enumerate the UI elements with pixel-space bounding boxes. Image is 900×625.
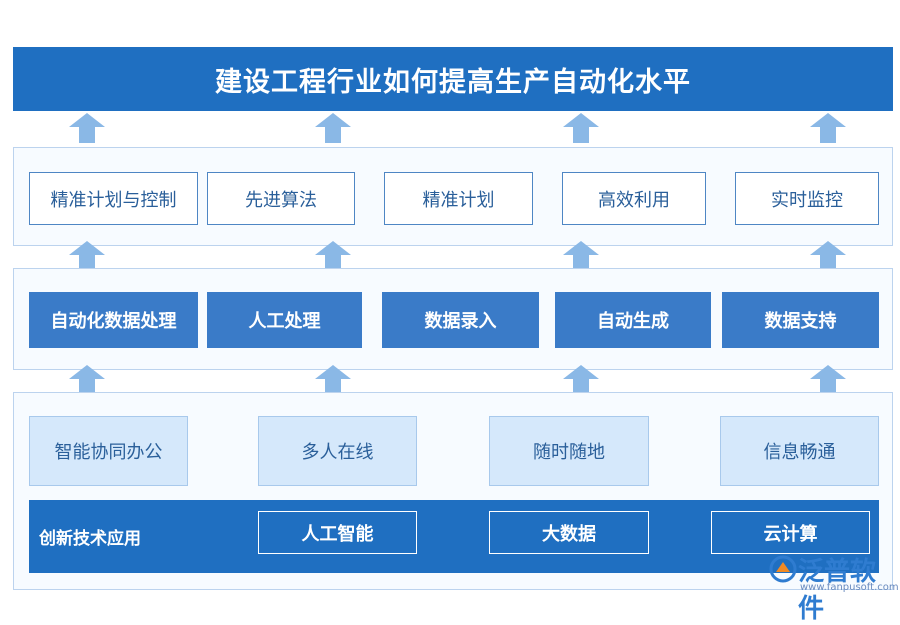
- feature-box: 智能协同办公: [29, 416, 188, 486]
- feature-box: 随时随地: [489, 416, 649, 486]
- process-box: 人工处理: [207, 292, 362, 348]
- up-arrow-icon: [69, 241, 105, 271]
- goal-box: 先进算法: [207, 172, 355, 225]
- up-arrow-icon: [810, 241, 846, 271]
- process-box: 数据录入: [382, 292, 539, 348]
- up-arrow-icon: [69, 365, 105, 395]
- diagram-title: 建设工程行业如何提高生产自动化水平: [13, 47, 893, 111]
- tech-box: 大数据: [489, 511, 649, 554]
- process-box: 自动生成: [555, 292, 711, 348]
- up-arrow-icon: [810, 365, 846, 395]
- goal-box: 精准计划与控制: [29, 172, 198, 225]
- up-arrow-icon: [315, 241, 351, 271]
- tech-bar: [29, 500, 879, 573]
- up-arrow-icon: [810, 113, 846, 143]
- goal-box: 精准计划: [384, 172, 533, 225]
- feature-box: 信息畅通: [720, 416, 879, 486]
- process-box: 自动化数据处理: [29, 292, 198, 348]
- up-arrow-icon: [315, 365, 351, 395]
- up-arrow-icon: [563, 113, 599, 143]
- goal-box: 高效利用: [562, 172, 706, 225]
- goal-box: 实时监控: [735, 172, 879, 225]
- up-arrow-icon: [563, 365, 599, 395]
- feature-box: 多人在线: [258, 416, 417, 486]
- process-box: 数据支持: [722, 292, 879, 348]
- up-arrow-icon: [69, 113, 105, 143]
- tech-box: 云计算: [711, 511, 870, 554]
- watermark-url: www.fanpusoft.com: [800, 582, 899, 593]
- up-arrow-icon: [563, 241, 599, 271]
- up-arrow-icon: [315, 113, 351, 143]
- fanpu-logo-icon: [769, 555, 797, 583]
- tech-box: 人工智能: [258, 511, 417, 554]
- tech-label: 创新技术应用: [39, 529, 141, 549]
